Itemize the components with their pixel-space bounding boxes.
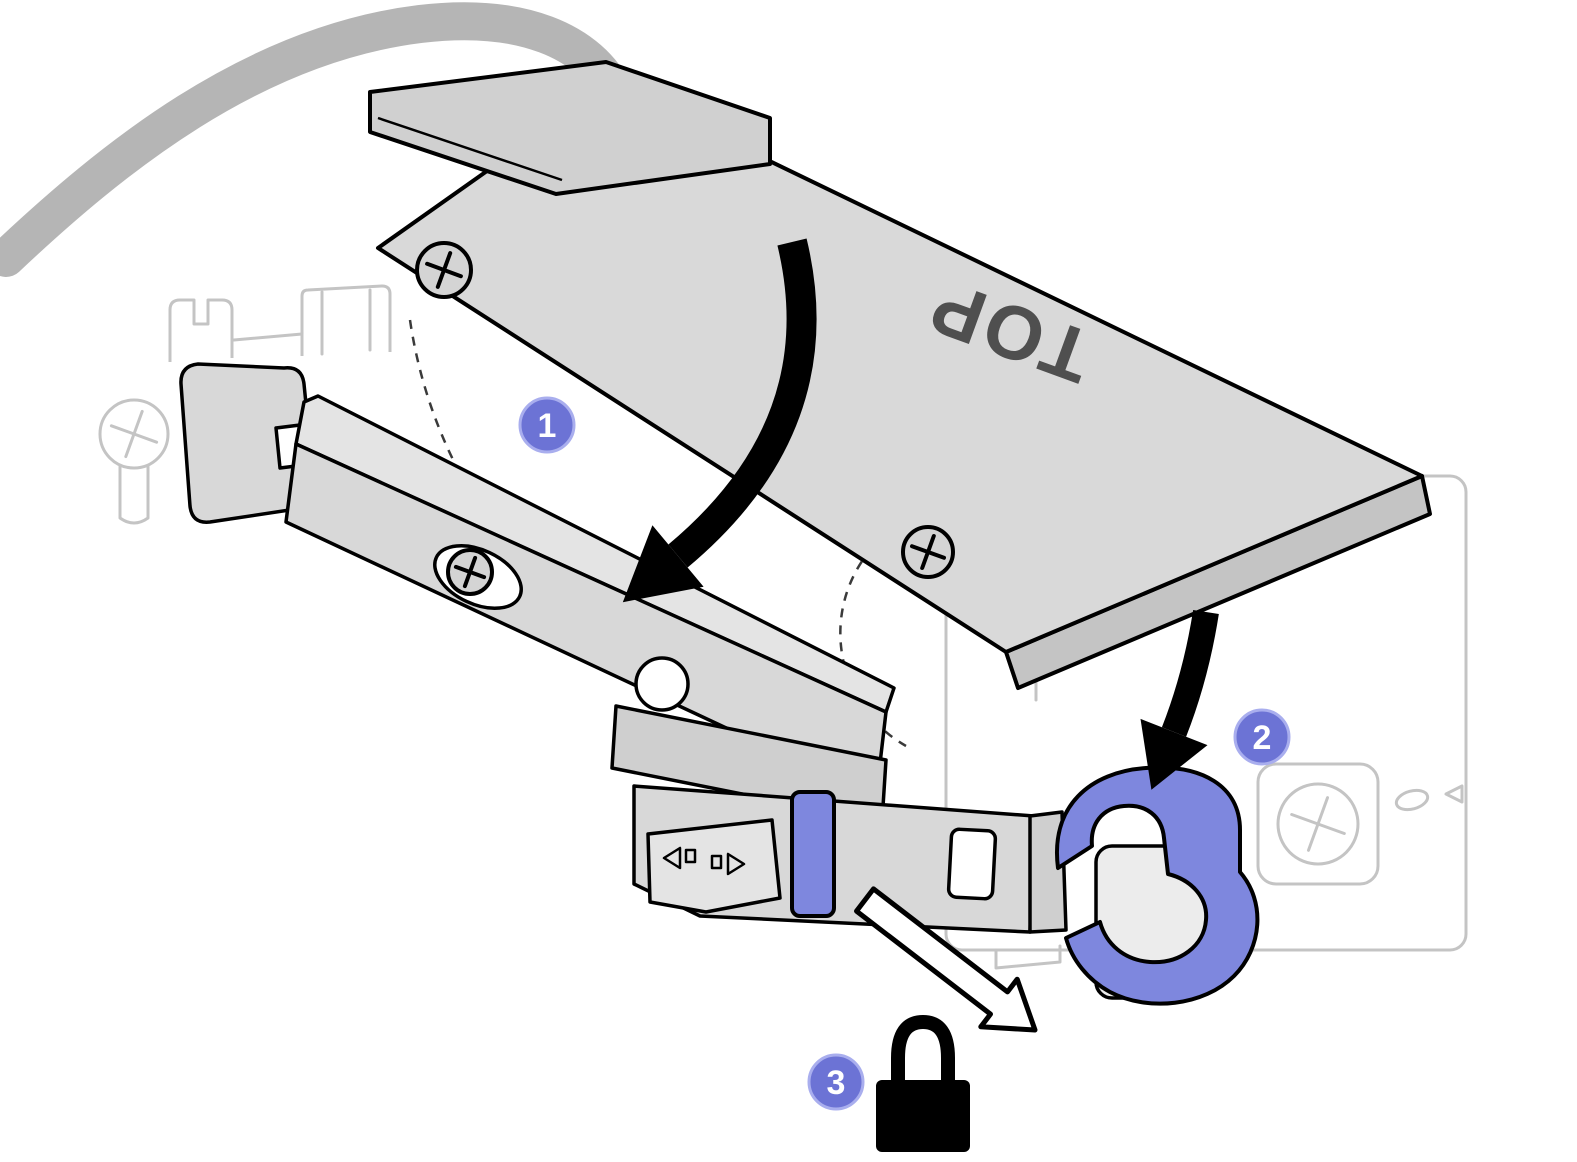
callout-3-circle	[807, 1053, 865, 1111]
press-arrow-head	[1140, 718, 1208, 790]
connector-step-line	[377, 116, 563, 182]
drive-tray	[179, 362, 1068, 934]
screw-cross-line	[1307, 796, 1329, 852]
lock-triangle-icon	[726, 852, 746, 876]
alignment-triangle	[1444, 784, 1464, 804]
callout-2-circle	[1233, 708, 1291, 766]
padlock-shackle	[891, 1014, 955, 1086]
lock-glyph-icon	[710, 854, 723, 870]
tray-latch-strip	[790, 790, 836, 918]
padlock-body	[876, 1080, 970, 1152]
slide-out-arrow-icon	[854, 886, 1038, 1033]
connector-clip	[300, 284, 392, 356]
callout-2: 2	[1233, 708, 1291, 766]
screw-cross-line	[435, 251, 453, 289]
screw-post	[118, 464, 150, 525]
tray-slot	[946, 827, 998, 901]
tray-rail-top	[294, 394, 896, 714]
unlock-triangle-icon	[662, 846, 682, 870]
tray-round-hole	[634, 656, 690, 712]
callout-3-number: 3	[827, 1064, 846, 1102]
rotate-arrow-head	[622, 525, 704, 603]
alignment-oval	[1394, 788, 1430, 812]
tray-end-cap	[179, 362, 318, 524]
drive-cable	[0, 2, 635, 277]
drive-top-face	[376, 82, 1424, 654]
latch-hook	[1055, 765, 1260, 1006]
tray-foot	[646, 818, 782, 914]
padlock-icon	[876, 1014, 970, 1152]
cable-clip	[168, 298, 234, 362]
rotate-down-arrow-icon	[622, 238, 817, 603]
lock-glyph-icon	[684, 848, 697, 864]
drive-latch	[1055, 765, 1260, 1006]
callout-3: 3	[807, 1053, 865, 1111]
callout-1-number: 1	[538, 407, 557, 445]
screw-cross-line	[124, 409, 144, 459]
screw-cross-line	[920, 534, 936, 570]
rotate-arrow-shaft	[668, 238, 817, 568]
callout-2-number: 2	[1253, 719, 1272, 757]
callout-1-circle	[518, 396, 576, 454]
clip-link-line	[232, 332, 304, 342]
callout-1: 1	[518, 396, 576, 454]
plate-foot	[994, 944, 1062, 970]
press-down-arrow-icon	[1140, 609, 1219, 790]
drive-assembly: TOP	[368, 60, 1432, 690]
press-arrow-shaft	[1161, 609, 1219, 737]
drive-connector-block	[368, 60, 772, 196]
screw-cross-line	[462, 555, 478, 589]
